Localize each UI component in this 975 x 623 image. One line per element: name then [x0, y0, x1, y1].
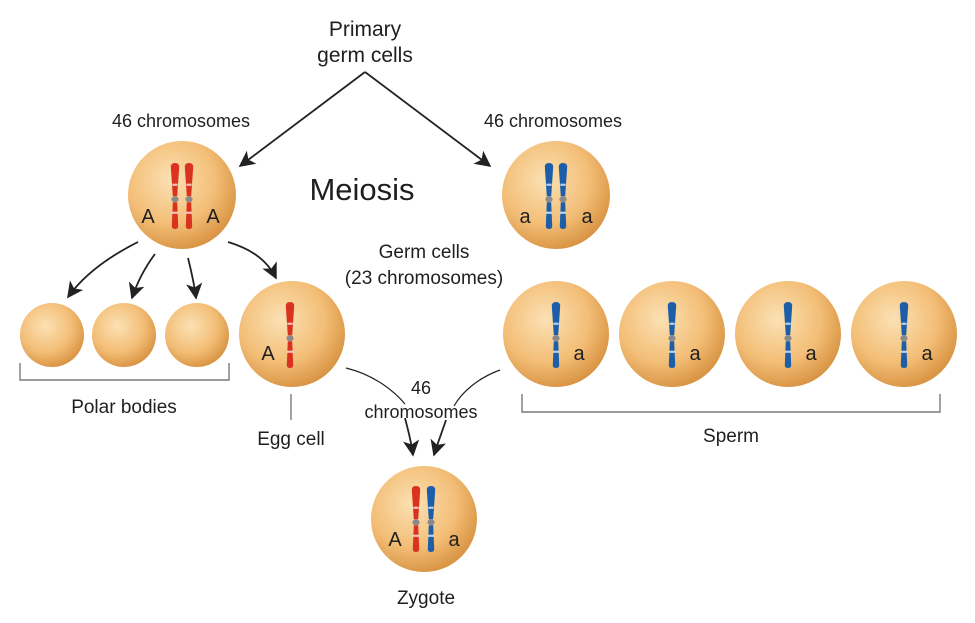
fusion-curve-sperm: [453, 369, 501, 407]
chromosome-icon: [285, 302, 295, 368]
allele-label: A: [261, 343, 275, 365]
allele-label: A: [141, 206, 155, 228]
chromosome-icon: [783, 302, 793, 368]
allele-label: a: [689, 343, 701, 365]
allele-label: a: [573, 343, 585, 365]
arrow-icon: [186, 257, 203, 300]
arrow-icon: [364, 71, 492, 167]
chromosome-icon: [411, 486, 421, 552]
primary-female-cell: [128, 141, 236, 249]
cells: [20, 141, 957, 572]
left-chromosome-count: 46 chromosomes: [112, 111, 250, 131]
allele-label: a: [448, 529, 460, 551]
chromosomes: [170, 163, 909, 552]
polar-body-1: [20, 303, 84, 367]
polar-body-2: [92, 303, 156, 367]
arrows: [67, 71, 501, 457]
allele-label: a: [805, 343, 817, 365]
egg-cell-label: Egg cell: [257, 429, 325, 450]
arrow-icon: [128, 253, 156, 300]
fusion-curve-egg: [345, 367, 406, 405]
chromosome-icon: [667, 302, 677, 368]
meiosis-label: Meiosis: [309, 172, 414, 207]
fusion-count-line2: chromosomes: [364, 402, 477, 422]
primary-germ-cells-label-line1: Primary: [329, 18, 402, 41]
zygote-cell: [371, 466, 477, 572]
arrow-icon: [67, 241, 139, 299]
allele-label: a: [921, 343, 933, 365]
arrow-icon: [430, 419, 447, 457]
chromosome-icon: [170, 163, 180, 229]
chromosome-icon: [558, 163, 568, 229]
text-labels: Primary germ cells 46 chromosomes 46 chr…: [71, 18, 759, 609]
allele-label: A: [206, 206, 220, 228]
zygote-label: Zygote: [397, 588, 455, 609]
polar-body-3: [165, 303, 229, 367]
brackets: [19, 363, 941, 420]
polar-bodies-bracket: [19, 363, 230, 381]
allele-label: a: [581, 206, 593, 228]
arrow-icon: [227, 241, 277, 280]
allele-label: a: [519, 206, 531, 228]
chromosome-icon: [184, 163, 194, 229]
fusion-count-line1: 46: [411, 378, 431, 398]
arrow-icon: [403, 417, 420, 457]
arrow-icon: [238, 71, 366, 167]
chromosome-icon: [899, 302, 909, 368]
allele-label: A: [388, 529, 402, 551]
sperm-label: Sperm: [703, 426, 759, 447]
chromosome-icon: [544, 163, 554, 229]
primary-germ-cells-label-line2: germ cells: [317, 44, 413, 67]
germ-cells-label-line1: Germ cells: [379, 242, 470, 263]
chromosome-icon: [426, 486, 436, 552]
sperm-bracket: [521, 394, 941, 413]
right-chromosome-count: 46 chromosomes: [484, 111, 622, 131]
primary-male-cell: [502, 141, 610, 249]
polar-bodies-label: Polar bodies: [71, 397, 177, 418]
allele-labels: A A a a A a a a a A a: [141, 206, 933, 551]
chromosome-icon: [551, 302, 561, 368]
germ-cells-label-line2: (23 chromosomes): [345, 268, 503, 289]
